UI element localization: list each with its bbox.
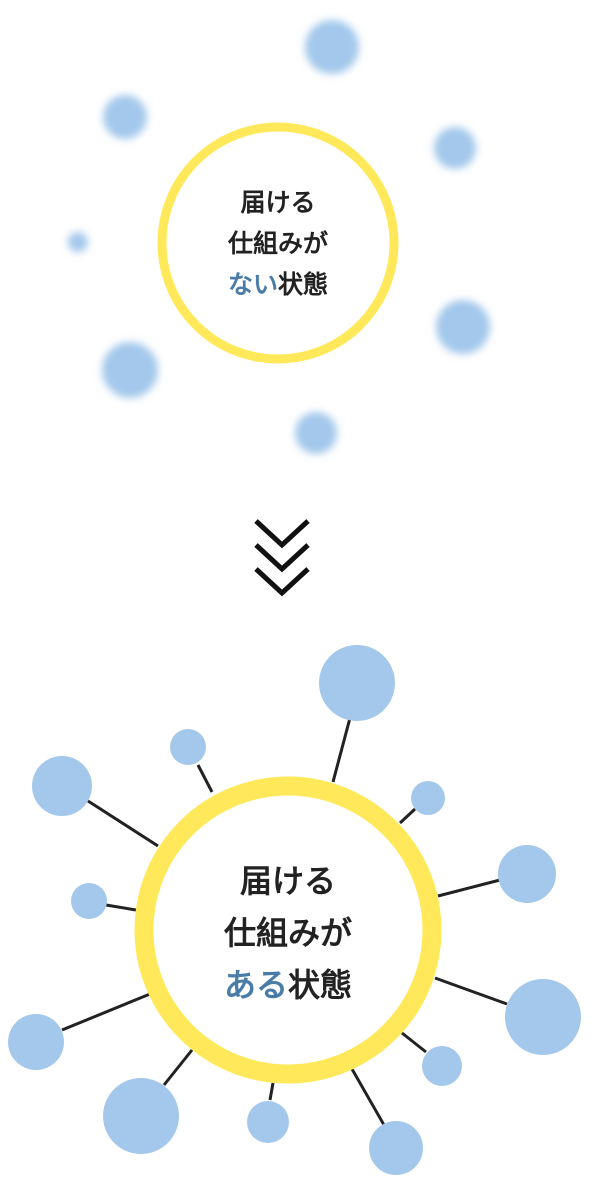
connector-line <box>162 1049 194 1086</box>
double-chevron-down-icon <box>254 519 310 597</box>
connector-line <box>350 1068 386 1126</box>
transition-arrow <box>0 505 595 615</box>
connector-line <box>87 799 159 848</box>
connector-line <box>105 903 137 912</box>
connected-node <box>422 1046 462 1086</box>
after-label: 届ける 仕組みが ある状態 <box>188 855 388 1011</box>
scattered-node <box>103 95 147 139</box>
connected-node <box>103 1078 179 1154</box>
before-label-line1: 届ける <box>240 188 316 217</box>
before-label-line2: 仕組みが <box>227 229 328 258</box>
connector-line <box>437 878 501 898</box>
before-suffix-text: 状態 <box>278 270 329 299</box>
after-suffix-text: 状態 <box>288 966 353 1004</box>
connector-line <box>434 976 508 1006</box>
scattered-node <box>436 300 490 354</box>
connected-node <box>8 1014 64 1070</box>
connected-node <box>32 756 92 816</box>
before-accent-text: ない <box>227 270 278 299</box>
scattered-node <box>305 20 359 74</box>
connector-line <box>331 717 352 783</box>
connector-line <box>61 992 151 1032</box>
after-accent-text: ある <box>223 966 288 1004</box>
scattered-node <box>295 412 337 454</box>
connected-node <box>319 645 395 721</box>
before-ring <box>157 122 399 364</box>
after-ring <box>134 776 442 1084</box>
after-label-line1: 届ける <box>239 862 336 900</box>
connected-node <box>498 845 556 903</box>
connected-node <box>505 979 581 1055</box>
before-label: 届ける 仕組みが ない状態 <box>178 182 378 305</box>
connected-node <box>170 729 206 765</box>
connector-line <box>268 1082 275 1101</box>
connected-node <box>71 883 107 919</box>
connector-line <box>401 1031 427 1054</box>
connected-node <box>247 1101 289 1143</box>
before-diagram-graphic <box>68 20 490 454</box>
before-label-line3: ない状態 <box>178 264 378 305</box>
connector-line <box>398 807 417 825</box>
scattered-node <box>434 127 476 169</box>
after-label-line2: 仕組みが <box>223 914 352 952</box>
connector-line <box>196 764 214 793</box>
after-diagram <box>0 620 595 1180</box>
connected-node <box>369 1121 423 1175</box>
scattered-node <box>102 342 158 398</box>
scattered-node <box>68 232 88 252</box>
after-diagram-graphic <box>8 645 581 1175</box>
after-label-line3: ある状態 <box>188 959 388 1011</box>
before-diagram <box>0 0 595 480</box>
connected-node <box>411 781 445 815</box>
